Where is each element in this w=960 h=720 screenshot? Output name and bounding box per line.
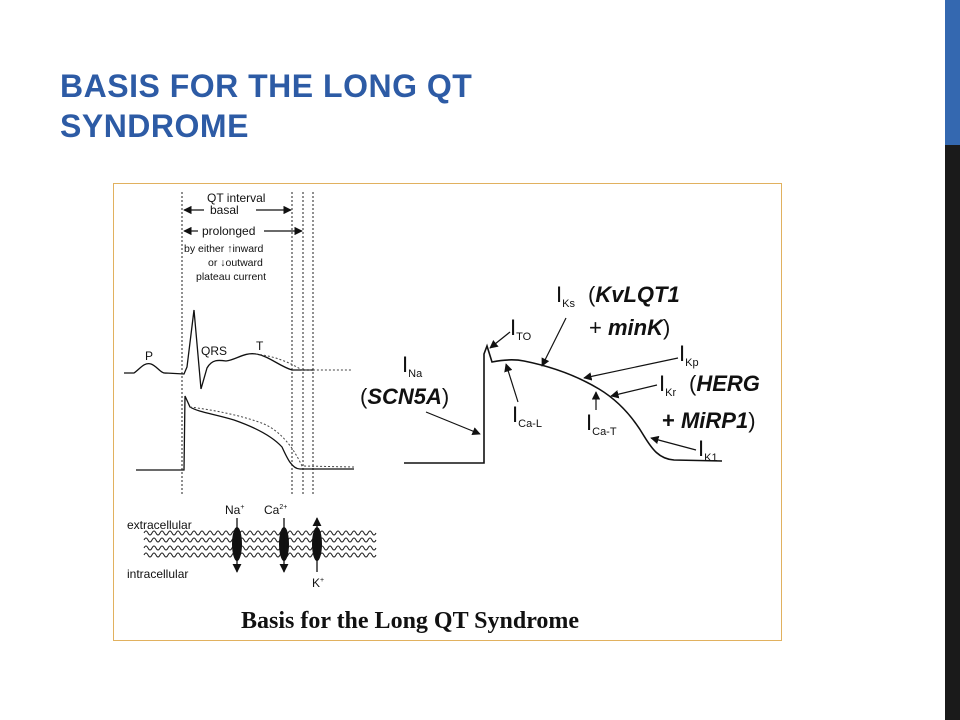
intracellular-label: intracellular [127, 567, 188, 581]
k-channel [312, 517, 322, 572]
ecg-trace [124, 309, 314, 390]
prolonged-label: prolonged [202, 224, 255, 238]
k-ion-label: K+ [312, 576, 324, 590]
ikr-gene-line-1: (HERG [689, 371, 760, 396]
basal-label: basal [210, 203, 239, 217]
ina-label: INa [402, 352, 423, 380]
ik1-arrow [650, 435, 697, 451]
ikr-arrow [610, 384, 658, 399]
ikr-gene-line-2: + MiRP1) [662, 408, 756, 433]
iks-gene-line-1: (KvLQT1 [588, 282, 680, 307]
ina-gene: (SCN5A) [360, 384, 449, 409]
ca-channel [279, 518, 289, 573]
na-ion-label: Na+ [225, 503, 244, 517]
t-wave-label: T [256, 339, 264, 353]
icat-label: ICa-T [586, 410, 617, 438]
explanation-line-2: or ↓outward [208, 257, 263, 269]
explanation-line-3: plateau current [196, 271, 266, 283]
p-wave-label: P [145, 349, 153, 363]
figure-caption: Basis for the Long QT Syndrome [241, 608, 579, 634]
slide-title: Basis for the Long QT Syndrome [60, 68, 473, 144]
ito-label: ITO [510, 315, 532, 343]
na-channel [232, 518, 242, 573]
ca-ion-label: Ca2+ [264, 503, 287, 517]
extracellular-label: extracellular [127, 518, 192, 532]
action-potential-right [404, 343, 723, 464]
long-qt-figure: QT interval basal prolonged by either ↑i… [113, 183, 782, 641]
iks-arrow [541, 317, 567, 367]
ical-arrow [504, 363, 519, 403]
ical-label: ICa-L [512, 402, 542, 430]
membrane-bilayer [143, 530, 377, 558]
ikp-arrow [583, 357, 679, 381]
action-potential-basal [136, 395, 354, 471]
ecg-trace-prolonged [255, 353, 352, 371]
right-edge-accent [945, 0, 960, 145]
qrs-label: QRS [201, 344, 227, 358]
figure-svg: QT interval basal prolonged by either ↑i… [124, 191, 760, 634]
ito-arrow [489, 331, 511, 349]
iks-gene-line-2: + minK) [589, 315, 670, 340]
ikr-label: IKr [659, 371, 676, 399]
interval-guides [181, 192, 314, 496]
qt-interval-title: QT interval [207, 191, 265, 205]
explanation-line-1: by either ↑inward [184, 243, 264, 255]
action-potential-prolonged [189, 406, 355, 468]
ikp-label: IKp [679, 341, 699, 369]
ina-arrow [425, 411, 481, 436]
ik1-label: IK1 [698, 436, 718, 464]
right-edge-bar [945, 0, 960, 720]
iks-label: IKs [556, 282, 575, 310]
